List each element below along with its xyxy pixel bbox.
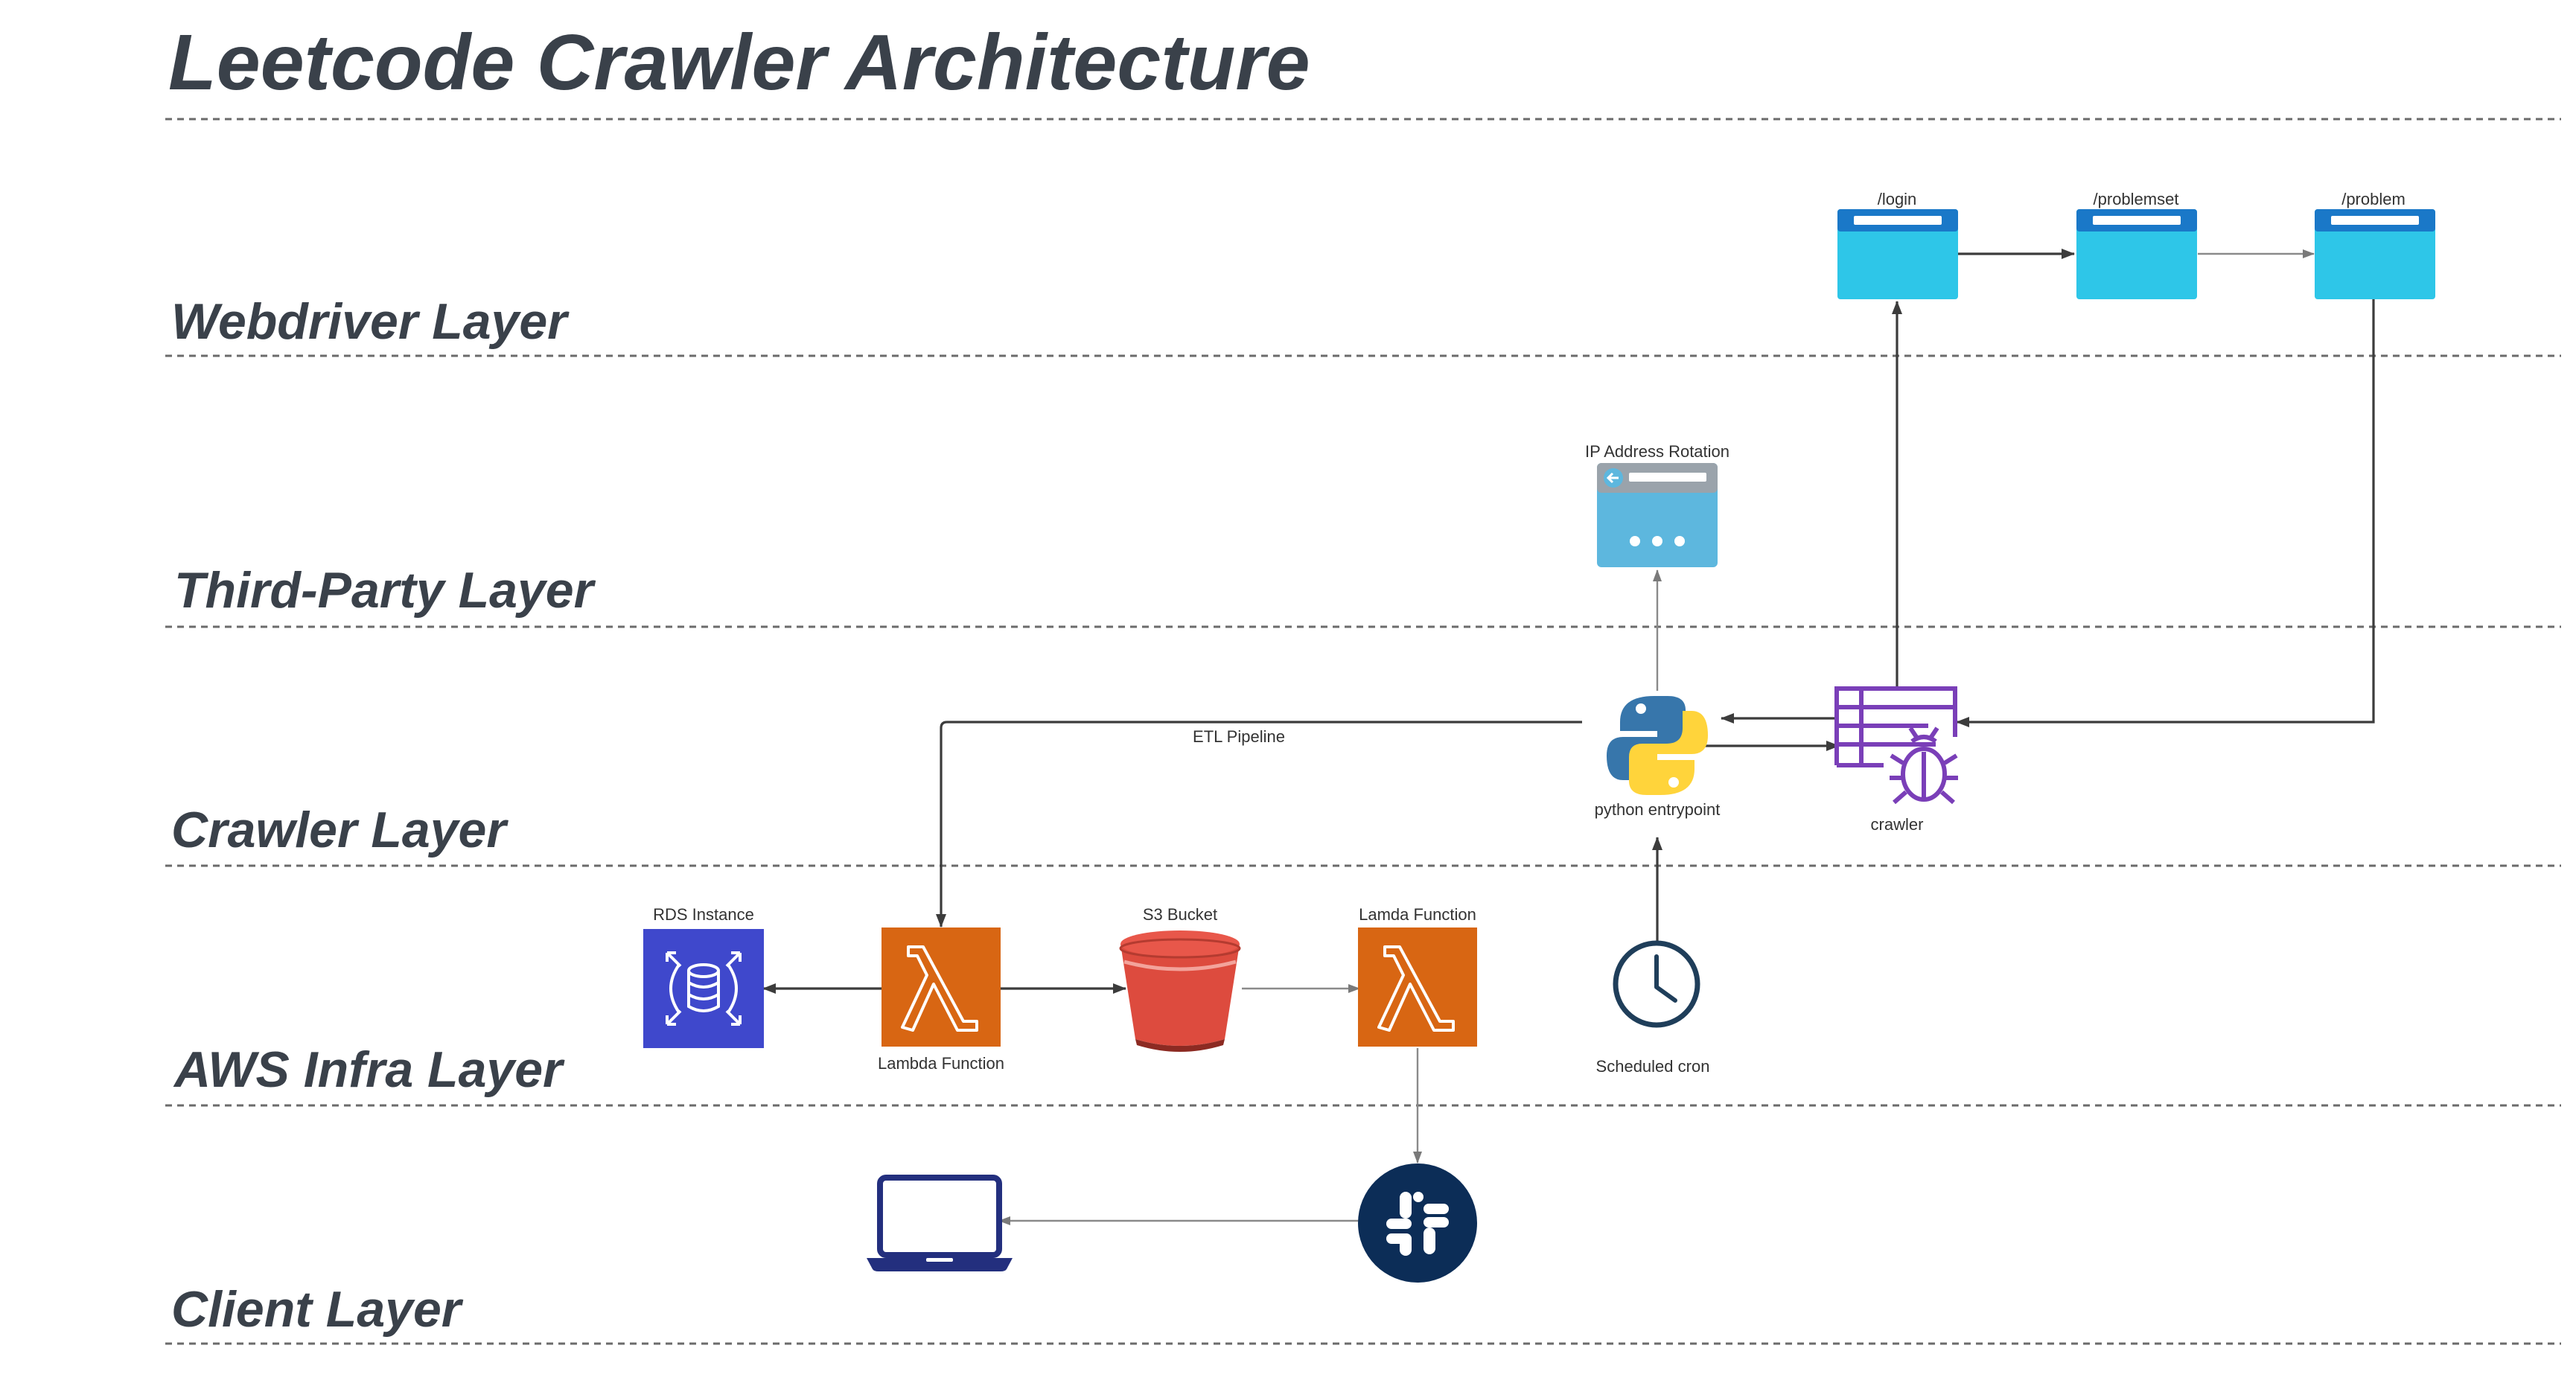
s3-bucket-icon: [1119, 930, 1241, 1052]
node-lamda-function: Lamda Function: [1358, 905, 1477, 1047]
rds-database-icon: [643, 929, 764, 1048]
browser-window-icon: [2076, 209, 2197, 299]
node-s3-bucket: S3 Bucket: [1119, 905, 1241, 1052]
node-problemset: /problemset: [2076, 190, 2197, 299]
node-label-scheduled-cron: Scheduled cron: [1596, 1057, 1710, 1076]
node-label-problemset: /problemset: [2094, 190, 2179, 208]
node-label-login: /login: [1878, 190, 1917, 208]
layer-label-aws-infra: AWS Infra Layer: [173, 1041, 565, 1098]
node-label-s3-bucket: S3 Bucket: [1143, 905, 1217, 924]
layer-label-webdriver: Webdriver Layer: [171, 293, 570, 350]
node-slack: [1358, 1163, 1477, 1283]
node-problem: /problem: [2315, 190, 2435, 299]
node-label-problem: /problem: [2341, 190, 2406, 208]
layer-label-client: Client Layer: [171, 1281, 464, 1338]
browser-window-icon: [1837, 209, 1958, 299]
edge-problem-to-crawler: [1956, 298, 2375, 727]
bug-crawler-icon: [1834, 686, 1958, 805]
slack-logo-icon: [1358, 1163, 1477, 1283]
clock-icon: [1613, 940, 1700, 1028]
node-login: /login: [1837, 190, 1958, 299]
node-lambda-function: Lambda Function: [878, 928, 1004, 1073]
node-label-lamda-function: Lamda Function: [1359, 905, 1476, 924]
node-client: [867, 1175, 1013, 1271]
node-crawler: crawler: [1834, 686, 1958, 834]
python-logo-icon: [1607, 696, 1708, 795]
node-label-python-entrypoint: python entrypoint: [1595, 800, 1721, 819]
lambda-icon: [1358, 928, 1477, 1047]
laptop-icon: [867, 1175, 1013, 1271]
browser-window-icon: [2315, 209, 2435, 299]
lambda-icon: [881, 928, 1001, 1047]
diagram-title: Leetcode Crawler Architecture: [168, 19, 1310, 106]
node-label-crawler: crawler: [1871, 815, 1924, 834]
layer-label-third-party: Third-Party Layer: [174, 562, 596, 619]
node-label-lambda-function: Lambda Function: [878, 1054, 1004, 1073]
node-label-ip-rotation: IP Address Rotation: [1585, 442, 1729, 461]
node-rds-instance: RDS Instance: [643, 905, 764, 1048]
node-ip-rotation: IP Address Rotation: [1585, 442, 1729, 567]
node-label-rds: RDS Instance: [653, 905, 754, 924]
node-python-entrypoint: python entrypoint: [1595, 696, 1721, 819]
edge-label-etl-pipeline: ETL Pipeline: [1193, 727, 1285, 746]
edge-etl-pipeline: [936, 721, 1582, 928]
layer-label-crawler: Crawler Layer: [171, 802, 508, 858]
web-form-icon: [1597, 463, 1718, 567]
node-scheduled-cron: Scheduled cron: [1596, 940, 1710, 1076]
